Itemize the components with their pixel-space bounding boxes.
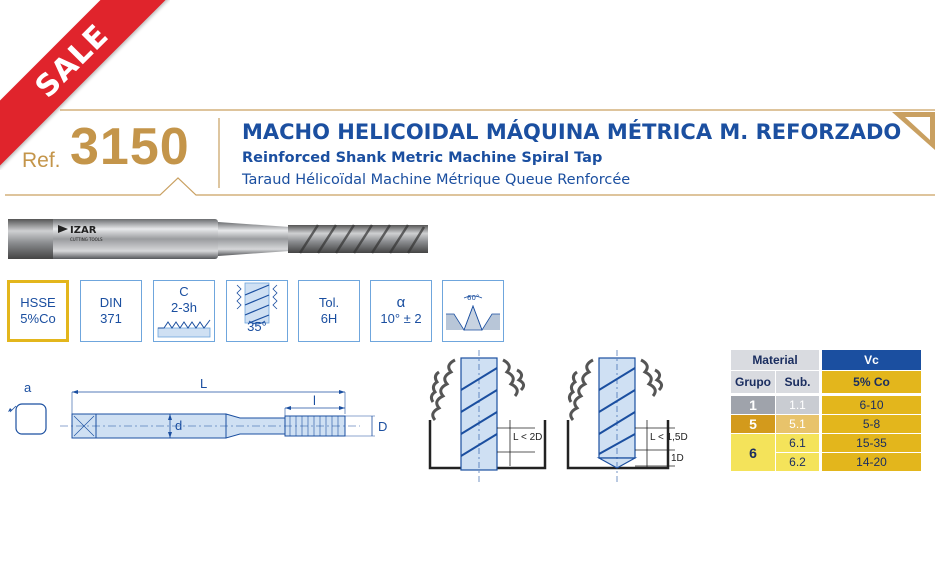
spec-din: DIN 371 <box>80 280 142 342</box>
dim-label-l: l <box>313 393 316 408</box>
spec-rake-angle: α 10° ± 2 <box>370 280 432 342</box>
spec-material-line1: HSSE <box>20 295 56 310</box>
spec-helix-angle: 35° <box>247 319 267 334</box>
spec-chamfer-line2: 2-3h <box>170 300 198 315</box>
row-grupo-1: 1 <box>731 396 775 414</box>
row-sub-6-1: 6.1 <box>776 434 819 452</box>
blind-hole-diagram: L < 1,5D 1D <box>566 350 688 485</box>
row-sub-1: 1.1 <box>776 396 819 414</box>
row-vc-6-2: 14-20 <box>822 453 921 471</box>
spec-chamfer-line1: C <box>179 284 189 299</box>
spiral-flute-icon <box>236 282 278 325</box>
tap-product-image: IZAR CUTTING TOOLS <box>8 219 428 259</box>
row-grupo-5: 5 <box>731 415 775 433</box>
header-frame <box>5 109 935 196</box>
dim-label-a: a <box>24 380 32 395</box>
hole2-label: L < 1,5D <box>650 432 688 443</box>
ref-label: Ref. <box>22 149 61 172</box>
material-header: Material <box>731 350 819 370</box>
spec-chamfer: C 2-3h <box>153 280 215 342</box>
spec-thread-profile: 60° <box>442 280 504 342</box>
tap-dimension-diagram: a L l d D <box>8 376 387 439</box>
dim-label-L: L <box>200 376 207 391</box>
dim-label-d: d <box>175 418 182 433</box>
spec-rake-symbol: α <box>396 294 406 311</box>
row-vc-1: 6-10 <box>822 396 921 414</box>
izar-logo-icon: IZAR CUTTING TOOLS <box>58 225 103 242</box>
title-french: Taraud Hélicoïdal Machine Métrique Queue… <box>242 172 631 188</box>
spec-helix: 35° <box>226 280 288 342</box>
grupo-header: Grupo <box>731 371 775 393</box>
title-spanish: MACHO HELICOIDAL MÁQUINA MÉTRICA M. REFO… <box>242 120 902 144</box>
spec-material: HSSE 5%Co <box>7 280 69 342</box>
hole2-depth-label: 1D <box>671 453 684 464</box>
spec-rake-value: 10° ± 2 <box>380 311 422 326</box>
row-sub-5: 5.1 <box>776 415 819 433</box>
title-english: Reinforced Shank Metric Machine Spiral T… <box>242 150 603 166</box>
spec-tolerance-line2: 6H <box>320 311 338 326</box>
vc-sub-header: 5% Co <box>822 371 921 393</box>
chamfer-thread-icon <box>157 319 211 338</box>
sub-header: Sub. <box>776 371 819 393</box>
brand-label: IZAR <box>70 225 97 236</box>
ref-number: 3150 <box>70 118 190 176</box>
row-grupo-6: 6 <box>731 434 775 471</box>
through-hole-diagram: L < 2D <box>428 350 547 485</box>
spec-din-line1: DIN <box>99 295 123 310</box>
dim-label-D: D <box>378 419 387 434</box>
hole1-label: L < 2D <box>513 432 542 443</box>
vc-header: Vc <box>822 350 921 370</box>
brand-sub-label: CUTTING TOOLS <box>70 237 103 242</box>
spec-din-line2: 371 <box>100 311 122 326</box>
spec-tolerance: Tol. 6H <box>298 280 360 342</box>
row-vc-6-1: 15-35 <box>822 434 921 452</box>
thread-profile-icon: 60° <box>446 294 500 331</box>
spec-material-line2: 5%Co <box>20 311 56 326</box>
row-sub-6-2: 6.2 <box>776 453 819 471</box>
spec-tolerance-line1: Tol. <box>318 295 340 310</box>
row-vc-5: 5-8 <box>822 415 921 433</box>
thread-angle-label: 60° <box>467 294 479 302</box>
